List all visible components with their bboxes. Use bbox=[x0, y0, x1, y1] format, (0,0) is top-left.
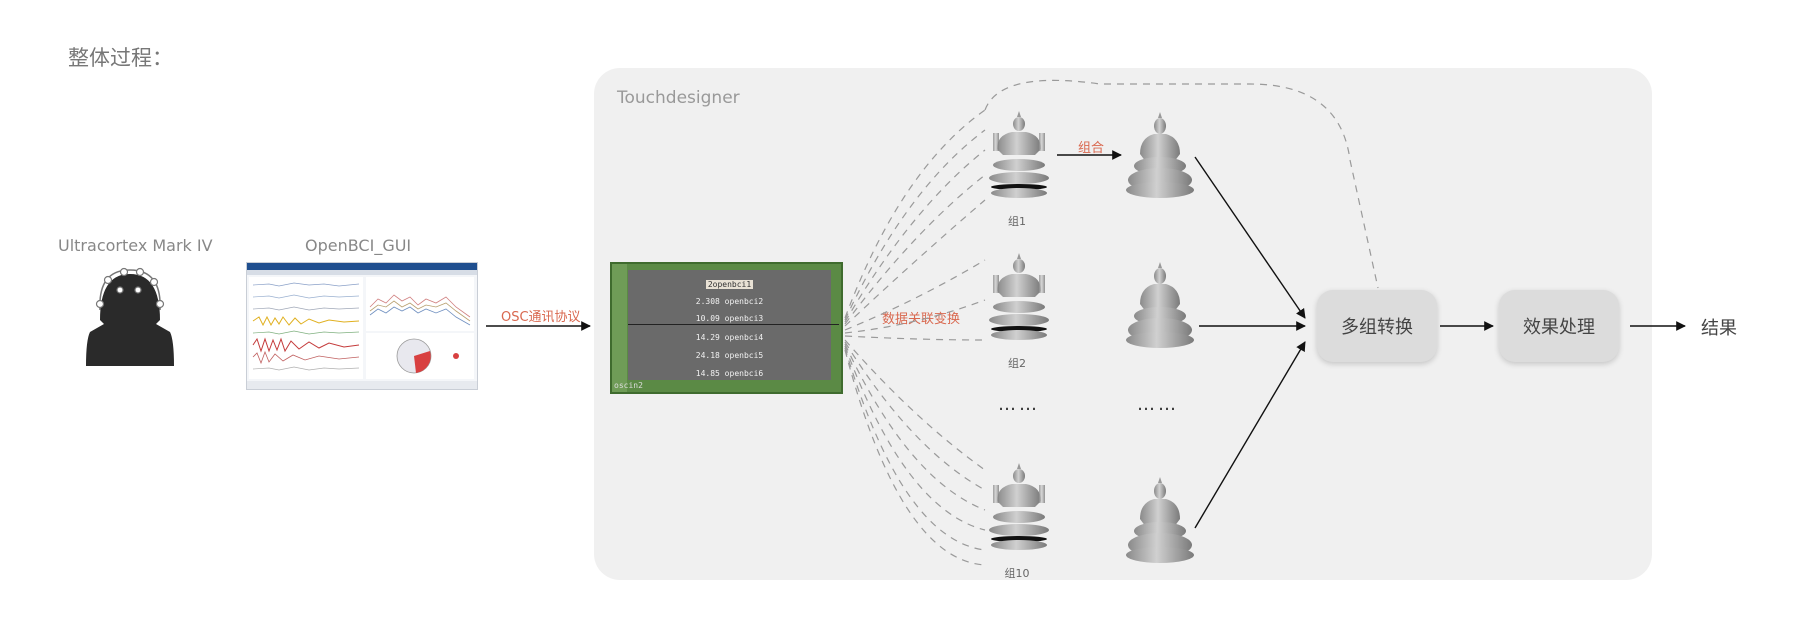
software-label: OpenBCI_GUI bbox=[305, 236, 412, 255]
ellipsis-right: …… bbox=[1137, 394, 1179, 415]
statue-icon bbox=[989, 111, 1049, 198]
statue-icon bbox=[1126, 262, 1194, 348]
openbci-gui-screenshot bbox=[246, 262, 478, 390]
page-title: 整体过程： bbox=[68, 46, 173, 70]
touchdesigner-title: Touchdesigner bbox=[617, 88, 740, 108]
operator-viewer: 2openbci1 2.308 openbci2 10.09 openbci3 … bbox=[628, 270, 831, 380]
result-label: 结果 bbox=[1701, 318, 1737, 339]
effect-node: 效果处理 bbox=[1499, 290, 1619, 362]
statue-icon bbox=[1126, 112, 1194, 198]
operator-row: 14.85 openbci6 bbox=[695, 369, 764, 378]
operator-row: 24.18 openbci5 bbox=[695, 351, 764, 360]
gui-time-series-panel bbox=[249, 277, 363, 379]
statue-icon bbox=[1126, 477, 1194, 563]
fft-plot bbox=[369, 294, 471, 326]
multi-convert-node: 多组转换 bbox=[1317, 290, 1437, 362]
gui-head-plot-panel bbox=[366, 333, 474, 379]
operator-row: 14.29 openbci4 bbox=[695, 333, 764, 342]
group-label: 组1 bbox=[1008, 215, 1026, 228]
group-label: 组2 bbox=[1008, 357, 1026, 370]
protocol-label: OSC通讯协议 bbox=[501, 310, 581, 325]
operator-divider bbox=[628, 324, 839, 325]
statue-icon bbox=[989, 253, 1049, 340]
group-label: 组10 bbox=[1004, 567, 1030, 580]
operator-row: 2.308 openbci2 bbox=[695, 297, 764, 306]
operator-row: 2openbci1 bbox=[705, 280, 754, 289]
gui-taskbar bbox=[247, 381, 477, 389]
time-series-traces bbox=[252, 282, 360, 371]
gui-fft-panel bbox=[366, 277, 474, 331]
operator-row: 10.09 openbci3 bbox=[695, 314, 764, 323]
hardware-label: Ultracortex Mark IV bbox=[58, 236, 213, 255]
mapping-links bbox=[844, 79, 1379, 566]
gui-toolbar bbox=[247, 270, 477, 275]
ellipsis-left: …… bbox=[998, 394, 1040, 415]
operator-name: oscin2 bbox=[614, 381, 643, 390]
head-icon bbox=[86, 267, 174, 366]
combine-label: 组合 bbox=[1078, 141, 1105, 156]
gui-title-bar bbox=[247, 263, 477, 270]
head-plot bbox=[396, 338, 459, 374]
mapping-label: 数据关联变换 bbox=[882, 312, 961, 327]
osc-in-operator: 2openbci1 2.308 openbci2 10.09 openbci3 … bbox=[610, 262, 843, 394]
flow-arrows bbox=[486, 150, 1686, 529]
statue-icon bbox=[989, 463, 1049, 550]
operator-side-toolbar bbox=[612, 264, 627, 392]
